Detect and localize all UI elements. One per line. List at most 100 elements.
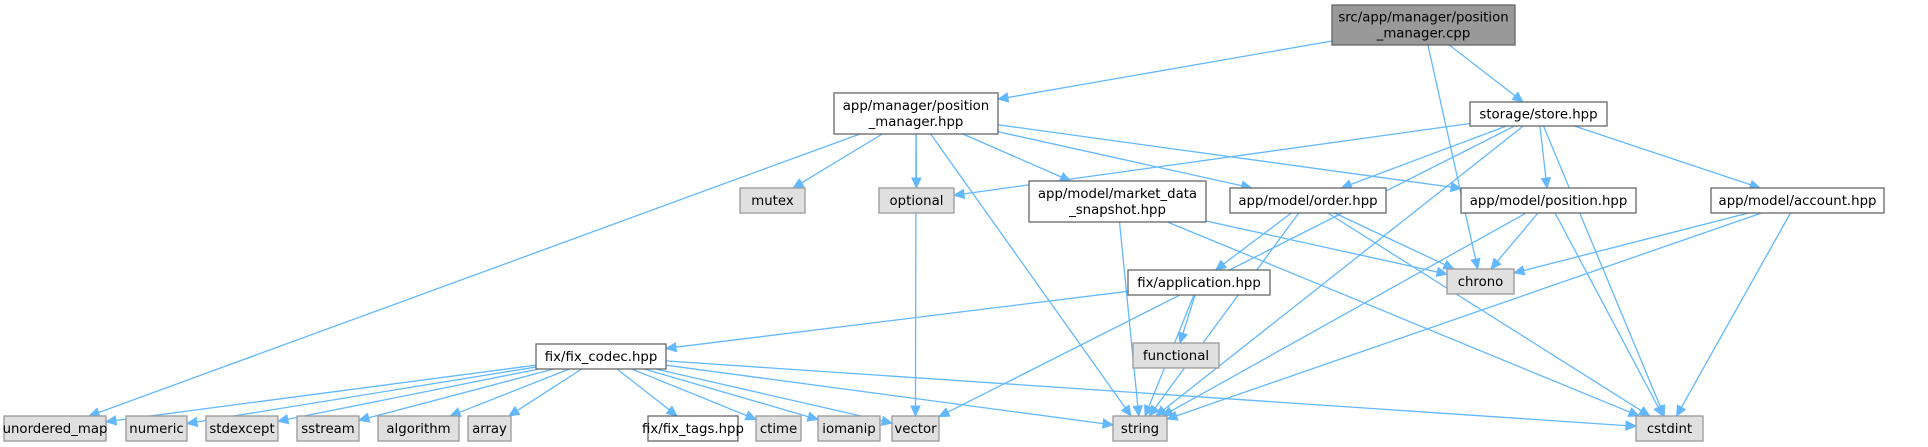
edge-line: [616, 368, 670, 411]
arrowhead-icon: [104, 415, 118, 426]
arrowhead-icon: [1511, 91, 1524, 103]
arrowhead-icon: [1161, 406, 1175, 417]
arrowhead-icon: [1120, 404, 1132, 417]
arrowhead-icon: [996, 92, 1010, 103]
edge-line: [1205, 220, 1438, 273]
edge-pm_hpp-to-string: [930, 133, 1132, 417]
edge-account-to-chrono: [1512, 212, 1749, 276]
edge-line: [1118, 221, 1139, 407]
node-label: app/model/position.hpp: [1470, 194, 1628, 209]
node-box: [647, 415, 739, 442]
edge-codec-to-iomanip: [643, 368, 820, 422]
edge-order-to-cstdint: [1327, 212, 1651, 417]
node-iomanip: iomanip: [817, 415, 881, 442]
node-codec[interactable]: fix/fix_codec.hpp: [535, 343, 667, 370]
node-mds[interactable]: app/model/market_data_snapshot.hpp: [1028, 180, 1207, 223]
edge-codec-to-vector: [655, 368, 894, 426]
edge-codec-to-string: [665, 364, 1115, 429]
arrowhead-icon: [1132, 405, 1144, 418]
node-store[interactable]: storage/store.hpp: [1469, 101, 1608, 127]
edge-line: [1427, 44, 1477, 260]
node-pm_hpp[interactable]: app/manager/position_manager.hpp: [833, 92, 999, 135]
node-label: algorithm: [386, 422, 450, 437]
edge-codec-to-fix_tags: [616, 368, 678, 417]
arrowhead-icon: [910, 405, 921, 418]
edge-line: [1496, 212, 1539, 262]
arrowhead-icon: [952, 188, 966, 200]
node-account[interactable]: app/model/account.hpp: [1710, 187, 1885, 214]
node-unordered_map: unordered_map: [3, 415, 108, 442]
arrowhead-icon: [449, 407, 462, 418]
node-root[interactable]: src/app/manager/position_manager.cpp: [1331, 4, 1516, 46]
node-label: functional: [1143, 349, 1209, 364]
arrowhead-icon: [1449, 181, 1463, 193]
node-fix_tags[interactable]: fix/fix_tags.hpp: [642, 415, 744, 442]
node-box: [755, 415, 802, 442]
node-algorithm: algorithm: [377, 415, 460, 442]
edge-line: [643, 368, 809, 418]
arrowhead-icon: [357, 412, 371, 423]
edge-pm_hpp-to-vector: [910, 133, 921, 418]
edge-line: [914, 133, 917, 407]
node-stdexcept: stdexcept: [205, 415, 279, 442]
edge-application-to-codec: [664, 290, 1129, 353]
arrowhead-icon: [1470, 257, 1481, 271]
edge-line: [115, 364, 537, 422]
arrowhead-icon: [276, 414, 290, 425]
node-label: app/model/order.hpp: [1238, 194, 1377, 209]
node-position[interactable]: app/model/position.hpp: [1460, 187, 1637, 214]
node-box: [377, 415, 460, 442]
node-label: _snapshot.hpp: [1068, 203, 1166, 218]
arrowhead-icon: [1627, 407, 1641, 417]
node-box: [1460, 187, 1637, 214]
edge-line: [801, 133, 883, 184]
edge-order-to-application: [1214, 212, 1292, 271]
node-order[interactable]: app/model/order.hpp: [1229, 187, 1387, 214]
arrowhead-icon: [1101, 418, 1115, 429]
edge-mds-to-chrono: [1205, 220, 1449, 278]
edge-line: [1554, 212, 1659, 408]
arrowhead-icon: [1625, 420, 1638, 431]
node-label: _manager.hpp: [868, 115, 964, 130]
edge-line: [947, 125, 1515, 413]
edge-position-to-chrono: [1490, 212, 1539, 270]
node-ctime: ctime: [755, 415, 802, 442]
arrowhead-icon: [1214, 259, 1228, 271]
arrowhead-icon: [185, 416, 199, 428]
arrowhead-icon: [1512, 265, 1526, 276]
arrowhead-icon: [1442, 259, 1456, 270]
edge-line: [655, 368, 883, 422]
node-label: unordered_map: [3, 422, 108, 437]
arrowhead-icon: [1675, 404, 1687, 418]
edge-codec-to-ctime: [631, 368, 758, 421]
edge-line: [962, 133, 1062, 178]
node-label: iomanip: [822, 422, 876, 437]
node-label: array: [472, 422, 507, 437]
node-box: [467, 415, 512, 442]
arrowhead-icon: [1144, 404, 1154, 418]
arrowhead-icon: [665, 405, 678, 417]
edge-line: [1154, 212, 1300, 409]
edge-store-to-account: [1574, 125, 1762, 190]
nodes-layer: src/app/manager/position_manager.cpp app/…: [3, 4, 1885, 442]
arrowhead-icon: [1165, 410, 1179, 421]
edge-line: [368, 368, 554, 419]
node-vector: vector: [891, 415, 940, 442]
edge-line: [287, 368, 539, 420]
node-label: optional: [890, 194, 944, 209]
node-box: [1469, 101, 1608, 127]
edge-mds-to-cstdint: [1167, 221, 1641, 417]
edge-line: [1167, 221, 1631, 413]
node-label: cstdint: [1647, 422, 1692, 437]
arrowhead-icon: [937, 407, 951, 418]
edge-line: [1539, 125, 1547, 179]
edge-line: [930, 133, 1126, 409]
node-application[interactable]: fix/application.hpp: [1127, 269, 1271, 296]
arrowhead-icon: [507, 405, 521, 417]
node-box: [891, 415, 940, 442]
edge-line: [1334, 212, 1446, 266]
edge-store-to-cstdint: [1542, 125, 1666, 418]
arrowhead-icon: [1653, 404, 1664, 418]
arrowhead-icon: [1435, 266, 1449, 278]
